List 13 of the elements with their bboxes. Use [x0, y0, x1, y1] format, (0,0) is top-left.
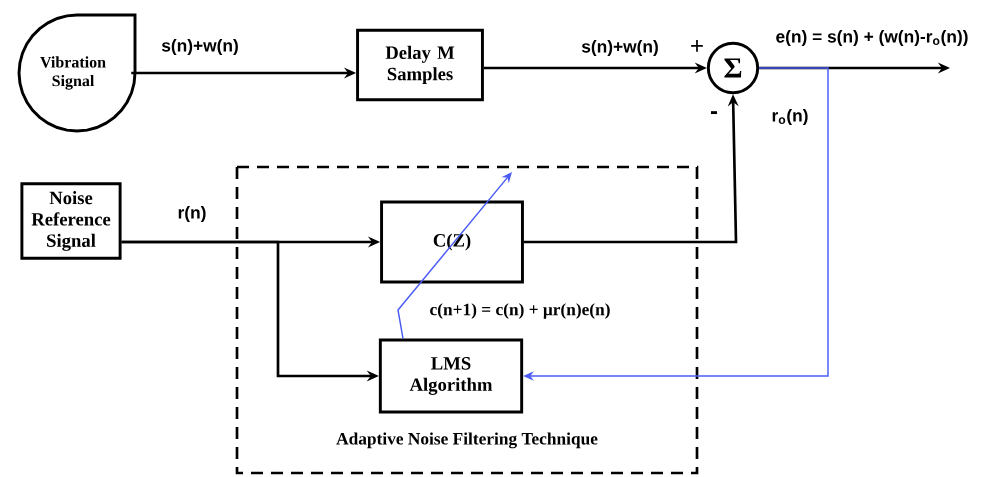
- edge-label: s(n)+w(n): [581, 39, 658, 57]
- process-box: Delay M Samples: [356, 28, 484, 102]
- edge-label: e(n) = s(n) + (w(n)-r$_{o}$(n)): [776, 29, 968, 47]
- edge-label: r(n): [178, 205, 206, 223]
- arrow: [397, 172, 512, 340]
- equation-label: c(n+1) = c(n) + μr(n)e(n): [430, 303, 610, 319]
- summing-junction: Σ: [706, 41, 760, 95]
- edge-label: s(n)+w(n): [161, 38, 238, 56]
- sign-label: +: [691, 40, 703, 52]
- process-box: Noise Reference Signal: [20, 182, 122, 260]
- edge-label: r$_{o}$(n): [772, 108, 808, 126]
- sign-label: -: [710, 111, 718, 115]
- process-box: LMS Algorithm: [378, 338, 524, 414]
